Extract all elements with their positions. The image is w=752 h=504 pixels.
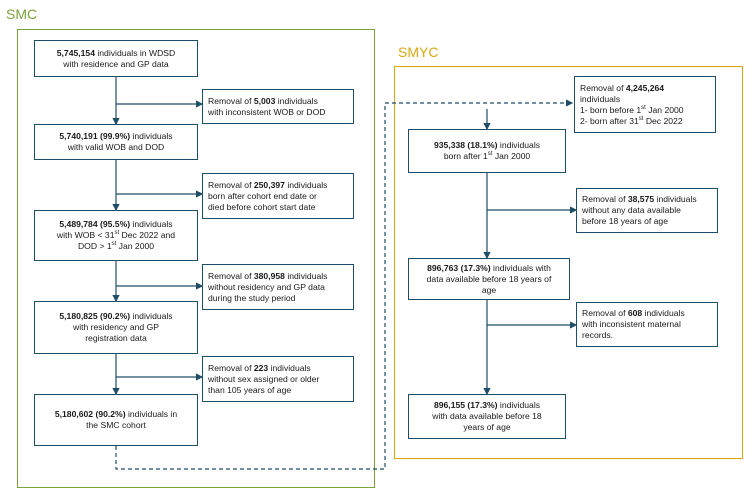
smyc-title: SMYC <box>398 44 439 60</box>
smyc-box-2: 896,763 (17.3%) individuals with data av… <box>408 258 570 300</box>
smc-title: SMC <box>6 6 38 22</box>
smyc-removal-2: Removal of 38,575 individuals without an… <box>576 188 718 233</box>
smc-box-3: 5,489,784 (95.5%) individuals with WOB <… <box>34 210 198 261</box>
smc-removal-2: Removal of 250,397 individuals born afte… <box>202 173 354 219</box>
smyc-removal-3: Removal of 608 individuals with inconsis… <box>576 302 718 347</box>
smc-box-1: 5,745,154 individuals in WDSD with resid… <box>34 40 198 77</box>
count: 5,740,191 (99.9%) <box>59 131 131 141</box>
count: 5,180,602 (90.2%) <box>54 409 126 419</box>
smc-box-4: 5,180,825 (90.2%) individuals with resid… <box>34 301 198 354</box>
smc-box-2: 5,740,191 (99.9%) individuals with valid… <box>34 124 198 160</box>
smc-removal-1: Removal of 5,003 individuals with incons… <box>202 89 354 124</box>
smc-removal-4: Removal of 223 individuals without sex a… <box>202 356 354 402</box>
dashed-link <box>115 99 574 470</box>
count: 896,763 (17.3%) <box>427 262 491 273</box>
smyc-box-1: 935,338 (18.1%) individuals born after 1… <box>408 129 566 173</box>
smc-box-5: 5,180,602 (90.2%) individuals in the SMC… <box>34 394 198 446</box>
count: 5,180,825 (90.2%) <box>59 311 131 321</box>
smc-removal-3: Removal of 380,958 individuals without r… <box>202 264 354 310</box>
smc-frame <box>17 29 375 488</box>
count: 5,745,154 <box>56 47 95 58</box>
count: 5,489,784 (95.5%) <box>59 219 131 229</box>
smyc-frame <box>394 66 743 459</box>
count: 896,155 (17.3%) <box>433 400 498 410</box>
smyc-box-3: 896,155 (17.3%) individuals with data av… <box>408 394 566 439</box>
count: 935,338 (18.1%) <box>433 140 498 150</box>
smyc-removal-1: Removal of 4,245,264 individuals 1- born… <box>574 76 716 133</box>
